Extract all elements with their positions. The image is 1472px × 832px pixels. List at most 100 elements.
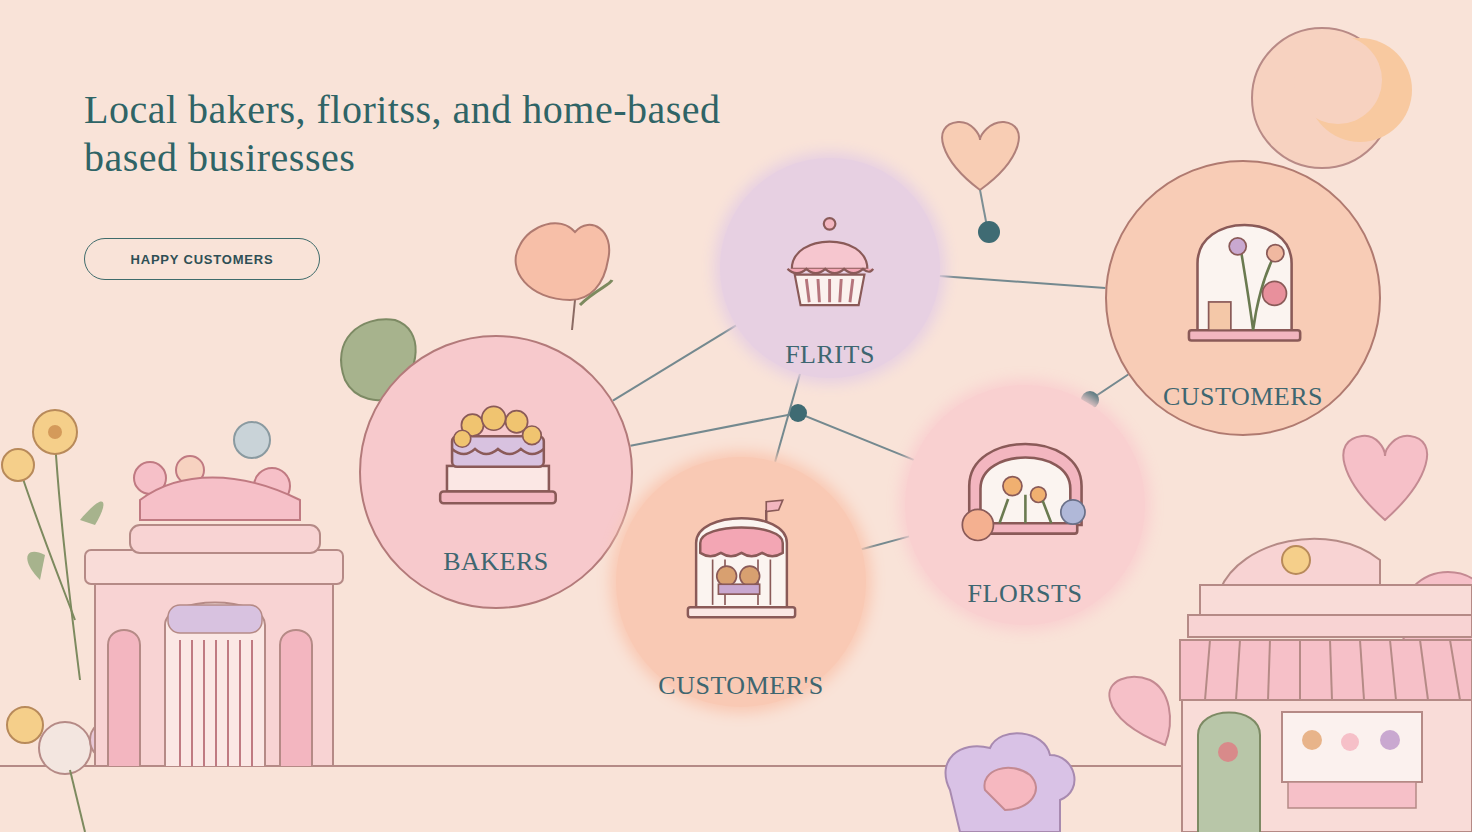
decor-svg (659, 477, 824, 642)
decor-circle (39, 722, 91, 774)
decor-line (769, 560, 771, 605)
category-circle: BAKERS (359, 335, 633, 609)
decor-circle (482, 407, 506, 431)
decor-line (179, 640, 181, 766)
decor-circle (2, 449, 34, 481)
decor-path (165, 603, 265, 767)
decor-line (1360, 640, 1364, 700)
decor-circle (7, 707, 43, 743)
node-label: BAKERS (443, 547, 549, 577)
connector-line (862, 536, 910, 549)
heart (1343, 436, 1427, 520)
connector-line (631, 404, 914, 460)
decor-line (850, 279, 853, 302)
decor-rect (1288, 782, 1416, 808)
decor-path (452, 449, 544, 454)
decor-path (1220, 539, 1380, 590)
category-circle: FLRITS (720, 158, 940, 378)
decor-rect (168, 605, 262, 633)
decor-line (203, 640, 205, 766)
rose (516, 223, 612, 330)
decor-circle (1218, 742, 1238, 762)
decor-circle (1282, 546, 1310, 574)
decor-rect (130, 525, 320, 553)
decor-rect (1182, 700, 1472, 832)
decor-path (516, 223, 610, 300)
decor-circle (962, 510, 993, 541)
decor-g (180, 640, 252, 766)
decor-circle (1294, 36, 1382, 124)
decor-path (788, 269, 874, 273)
flower-bottom (946, 733, 1075, 832)
category-icon (939, 404, 1112, 577)
decor-line (1299, 640, 1301, 700)
decor-line (1450, 640, 1460, 700)
decor-circle (1302, 730, 1322, 750)
decor-circle (48, 425, 62, 439)
decor-path (696, 518, 787, 609)
category-circle: FLORSTS (905, 385, 1145, 625)
decor-line (840, 279, 841, 302)
decor-path (999, 495, 1051, 524)
decor-path (980, 458, 1070, 525)
decor-circle (716, 566, 736, 586)
decor-svg (413, 364, 583, 534)
decor-circle (739, 566, 759, 586)
decor-circle (978, 221, 1000, 243)
decor-path (572, 300, 575, 330)
decor-path (70, 770, 85, 832)
decor-path (1198, 225, 1292, 332)
decor-line (829, 279, 832, 302)
decor-path (792, 241, 867, 268)
decor-rect (440, 492, 556, 504)
node-label: CUSTOMERS (1163, 382, 1323, 412)
decor-circle (234, 422, 270, 458)
decor-rect (1282, 712, 1422, 782)
decor-path (80, 501, 103, 525)
decor-line (191, 640, 193, 766)
decor-circle (523, 426, 542, 445)
decor-line (1420, 640, 1428, 700)
decor-g (807, 279, 853, 302)
decor-path (108, 630, 140, 766)
decor-svg (1159, 195, 1330, 366)
node-label: FLRITS (785, 340, 875, 370)
decor-rect (1188, 615, 1472, 637)
decor-line (1205, 640, 1210, 700)
connector-path (775, 374, 800, 462)
connector-path (613, 325, 736, 400)
decor-path (580, 280, 612, 305)
decor-path (280, 630, 312, 766)
decor-circle (824, 218, 836, 230)
decor-rect (95, 580, 333, 766)
decor-circle (454, 431, 471, 448)
node-label: CUSTOMER'S (658, 671, 823, 701)
decor-circle (1341, 733, 1359, 751)
pill-button: HAPPY CUSTOMERS (84, 238, 320, 280)
decor-path (140, 478, 300, 521)
decor-circle (33, 410, 77, 454)
decor-svg (939, 404, 1112, 577)
petal (1109, 677, 1170, 745)
category-icon (659, 477, 824, 642)
decor-path (1180, 640, 1472, 700)
decor-line (227, 640, 229, 766)
decor-circle (1267, 245, 1284, 262)
decor-circle (1003, 477, 1022, 496)
decor-path (984, 768, 1036, 810)
decor-path (946, 733, 1075, 832)
decor-rect (1189, 330, 1300, 340)
decor-rect (718, 584, 759, 594)
connector-line (940, 276, 1106, 288)
decor-circle (1230, 238, 1247, 255)
decor-path (1198, 713, 1260, 832)
category-circle: CUSTOMER'S (616, 457, 866, 707)
decor-line (1390, 640, 1396, 700)
decor-path (795, 274, 865, 304)
decor-line (239, 640, 241, 766)
decor-line (807, 279, 810, 302)
button-label: HAPPY CUSTOMERS (131, 252, 274, 267)
decor-circle (1380, 730, 1400, 750)
connector-path (940, 276, 1106, 288)
